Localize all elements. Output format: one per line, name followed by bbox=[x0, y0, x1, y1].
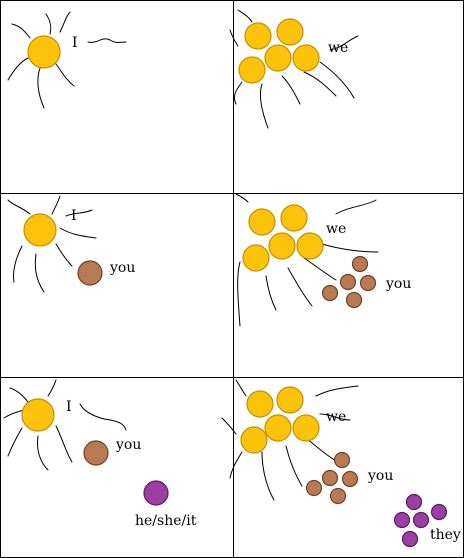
sun-circle-i-2 bbox=[23, 213, 57, 247]
you-dot-group-2 bbox=[305, 451, 359, 505]
they-dot-group bbox=[393, 493, 448, 548]
label-we-3: we bbox=[326, 409, 347, 425]
label-i: I bbox=[72, 35, 78, 51]
panel-i bbox=[0, 0, 233, 193]
sun-group-we-3 bbox=[240, 386, 320, 454]
label-you: you bbox=[110, 260, 136, 276]
label-you-4: you bbox=[368, 468, 394, 484]
sun-rays-we bbox=[229, 9, 359, 129]
sun-circle-i-3 bbox=[21, 398, 55, 432]
label-you-3: you bbox=[116, 437, 142, 453]
label-they: they bbox=[430, 527, 461, 543]
you-dot-single-2 bbox=[83, 440, 109, 466]
label-you-2: you bbox=[386, 276, 412, 292]
sun-rays-i bbox=[7, 11, 127, 109]
sun-rays-i-you bbox=[7, 195, 97, 293]
sun-group-we-2 bbox=[242, 204, 324, 272]
you-dot-group bbox=[321, 255, 377, 309]
he-she-it-dot bbox=[143, 480, 169, 506]
sun-group-we bbox=[238, 18, 320, 84]
label-we: we bbox=[328, 40, 349, 56]
sun-circle-i bbox=[27, 35, 61, 69]
panel-i-you bbox=[0, 193, 233, 377]
label-he-she-it: he/she/it bbox=[135, 513, 197, 529]
sun-rays-we-you bbox=[235, 193, 379, 327]
label-we-2: we bbox=[326, 221, 347, 237]
label-i-2: I bbox=[71, 208, 77, 224]
you-dot-single bbox=[77, 260, 103, 286]
label-i-3: I bbox=[66, 399, 72, 415]
